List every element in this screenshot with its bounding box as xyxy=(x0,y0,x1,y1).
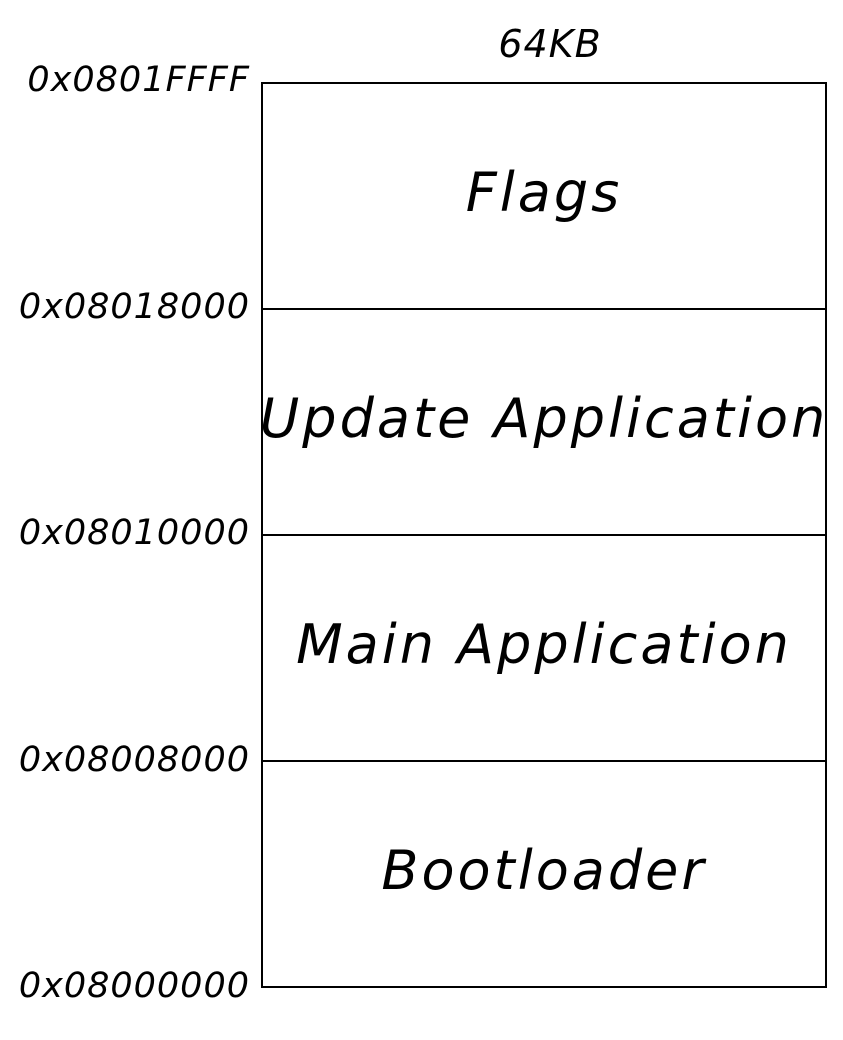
region-label: Main Application xyxy=(296,612,792,676)
region-main-application: Main Application xyxy=(263,534,825,760)
memory-block: Flags Update Application Main Applicatio… xyxy=(259,82,829,988)
region-flags: Flags xyxy=(263,84,825,308)
region-label: Flags xyxy=(465,160,623,224)
address-label: 0x08010000 xyxy=(18,513,250,553)
address-label: 0x08008000 xyxy=(18,740,250,780)
region-update-application: Update Application xyxy=(259,308,829,534)
memory-size-label: 64KB xyxy=(498,22,602,66)
region-bootloader: Bootloader xyxy=(263,760,825,986)
address-label: 0x08018000 xyxy=(18,287,250,327)
address-label-top: 0x0801FFFF xyxy=(27,60,250,100)
region-label: Bootloader xyxy=(381,838,707,902)
address-label-bottom: 0x08000000 xyxy=(18,966,250,1006)
region-label: Update Application xyxy=(259,386,829,450)
